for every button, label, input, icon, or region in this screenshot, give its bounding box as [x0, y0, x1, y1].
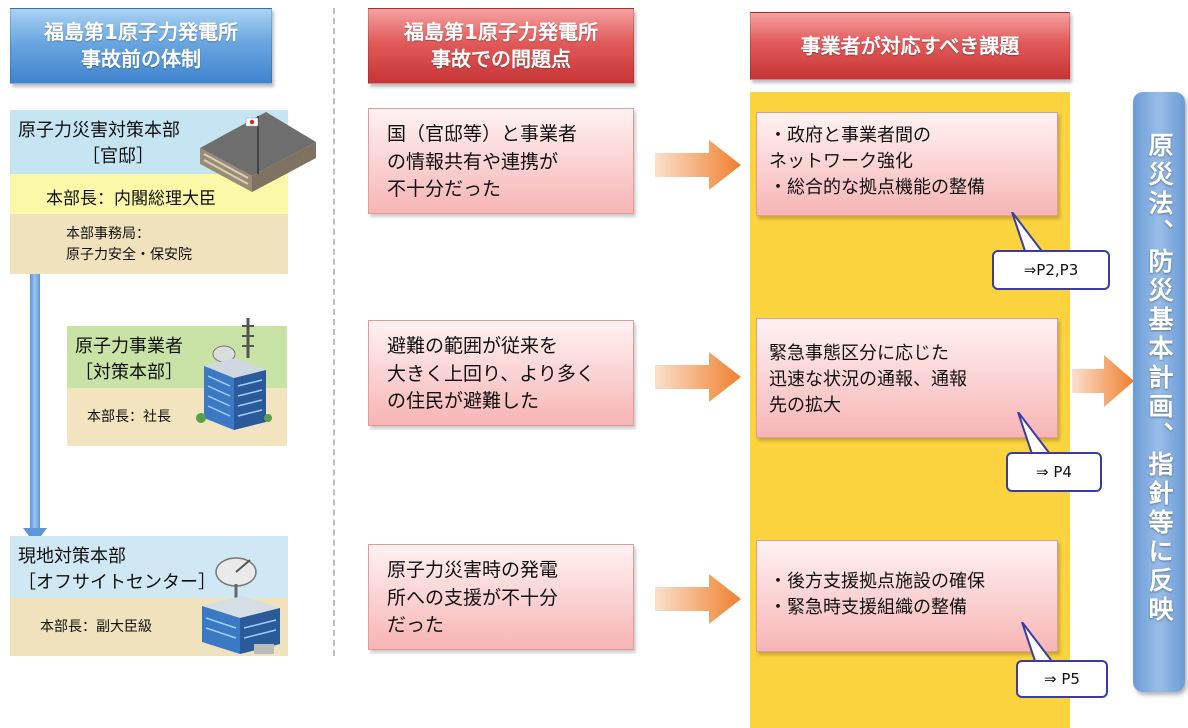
header-problems: 福島第1原子力発電所 事故での問題点 [368, 8, 634, 84]
arrow-right-3 [655, 574, 741, 624]
task-box-1: ・政府と事業者間の ネットワーク強化 ・総合的な拠点機能の整備 [756, 112, 1058, 216]
page-ref-3: ⇒ P5 [1044, 670, 1080, 688]
office-building-antenna-icon [196, 318, 272, 430]
task-box-3: ・後方支援拠点施設の確保 ・緊急時支援組織の整備 [756, 540, 1058, 652]
problem-box-1: 国（官邸等）と事業者 の情報共有や連携が 不十分だった [368, 108, 634, 214]
org-local-title: 現地対策本部 [18, 546, 126, 567]
page-ref-callout-3: ⇒ P5 [1016, 660, 1108, 698]
column-divider [333, 8, 335, 656]
government-building-icon [200, 112, 316, 192]
arrow-right-2 [655, 352, 741, 402]
page-ref-callout-1: ⇒P2,P3 [992, 250, 1110, 290]
org-hq-title: 原子力災害対策本部 [18, 120, 180, 141]
header-problems-text: 福島第1原子力発電所 事故での問題点 [404, 20, 598, 71]
outcome-banner: 原災法、防災基本計画、指針等に反映 [1133, 92, 1185, 692]
org-local-sub: ［オフサイトセンター］ [18, 572, 216, 594]
arrow-right-1 [655, 140, 741, 190]
header-before-text: 福島第1原子力発電所 事故前の体制 [44, 20, 238, 71]
task-box-2: 緊急事態区分に応じた 迅速な状況の通報、通報 先の拡大 [756, 318, 1058, 438]
org-hq-bureau-label: 本部事務局： [66, 226, 150, 242]
org-hq-sub: ［官邸］ [82, 146, 154, 168]
org-operator-title: 原子力事業者 [75, 336, 183, 357]
org-hq-bureau: 本部事務局： 原子力安全・保安院 [10, 214, 288, 274]
offsite-center-building-icon [202, 557, 280, 654]
arrow-to-outcome [1072, 355, 1134, 407]
header-tasks: 事業者が対応すべき課題 [750, 12, 1070, 80]
page-ref-callout-2: ⇒ P4 [1006, 452, 1102, 492]
org-hq-bureau-name: 原子力安全・保安院 [66, 247, 192, 263]
header-before-accident: 福島第1原子力発電所 事故前の体制 [10, 8, 272, 84]
header-tasks-text: 事業者が対応すべき課題 [800, 33, 1020, 58]
outcome-text: 原災法、防災基本計画、指針等に反映 [1145, 132, 1174, 625]
callout-pointer-2 [1017, 412, 1053, 455]
org-operator-sub: ［対策本部］ [75, 362, 183, 384]
page-ref-1: ⇒P2,P3 [1023, 261, 1079, 279]
problem-box-3: 原子力災害時の発電 所への支援が不十分 だった [368, 544, 634, 650]
hierarchy-connector [30, 268, 40, 536]
page-ref-2: ⇒ P4 [1036, 463, 1072, 481]
problem-box-2: 避難の範囲が従来を 大きく上回り、より多く の住民が避難した [368, 320, 634, 426]
